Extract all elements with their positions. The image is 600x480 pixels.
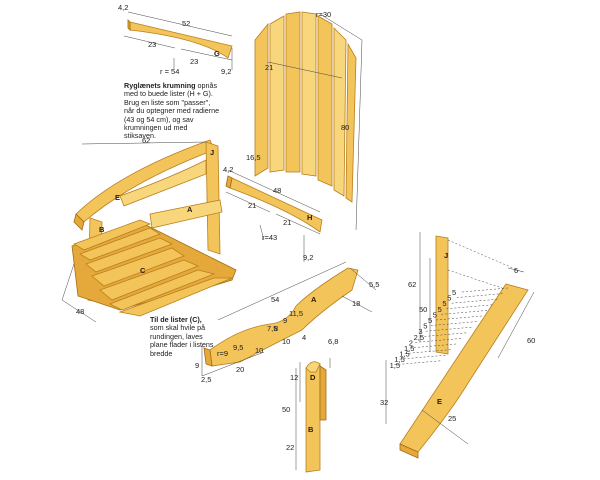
e-tick-label: 5 (442, 299, 446, 308)
dim-a-10a: 10 (282, 337, 290, 346)
dim-h-thick: 4,2 (223, 165, 233, 174)
e-tick-line (456, 293, 503, 298)
dim-back-w: 21 (265, 63, 273, 72)
dim-j-62: 62 (408, 280, 416, 289)
dim-e-6: 6 (514, 266, 518, 275)
dim-a-len: 54 (271, 295, 279, 304)
dim-h-r: r=43 (262, 233, 277, 242)
dim-g-h: 9,2 (221, 67, 231, 76)
slats-note: Til de lister (C), som skal hvile på run… (150, 315, 214, 358)
e-tick-line (446, 304, 493, 310)
e-tick-label: 1,5 (390, 361, 400, 370)
label-b-leg: B (308, 425, 314, 434)
dim-g-thick: 4,2 (118, 3, 128, 12)
dim-a-9b: 9 (195, 361, 199, 370)
label-j-arm: J (210, 148, 214, 157)
dim-h-half-a: 21 (248, 201, 256, 210)
dim-j-50: 50 (419, 305, 427, 314)
e-tick-line (409, 343, 457, 349)
dim-a-7: 7,5 (267, 324, 277, 333)
label-b-arm: B (99, 225, 105, 234)
e-tick-label: 3 (418, 327, 422, 336)
e-tick-label: 1,5 (404, 344, 414, 353)
e-tick-label: 1,5 (399, 350, 409, 359)
dim-g-len: 52 (182, 19, 190, 28)
e-tick-label: 2 (409, 338, 413, 347)
dim-h-h: 9,2 (303, 253, 313, 262)
dim-a-h: 5,5 (369, 280, 379, 289)
dim-g-half-a: 23 (148, 40, 156, 49)
dim-back-r30: r=30 (316, 10, 331, 19)
e-tick-label: 5 (423, 322, 427, 331)
part-a: 54 5,5 18 11,5 9 8 7,5 10 10 4 20 9 9,5 … (195, 261, 379, 384)
label-j-post: J (444, 251, 448, 260)
dim-a-18: 18 (352, 299, 360, 308)
dim-back-slat: 16,5 (246, 153, 261, 162)
e-tick-label: 5 (447, 294, 451, 303)
dim-a-8: 8 (274, 324, 278, 333)
slats-note-title: Til de lister (C), (150, 315, 202, 324)
dim-a-10b: 10 (255, 346, 263, 355)
e-tick-line (425, 326, 472, 332)
label-d: D (310, 373, 316, 382)
dim-d-12: 12 (290, 373, 298, 382)
seat: 48 C (61, 219, 237, 323)
dim-back-h: 80 (341, 123, 349, 132)
dim-g-half-b: 23 (190, 57, 198, 66)
part-g: 4,2 52 23 23 r = 54 9,2 G (118, 3, 233, 76)
dim-a-4: 4 (302, 333, 306, 342)
e-tick-label: 5 (433, 310, 437, 319)
slats-note-text: som skal hvile på rundingen, laves plane… (150, 323, 214, 358)
dim-e-60: 60 (527, 336, 535, 345)
dim-a-r9: r=9 (217, 349, 228, 358)
curve-note-title: Ryglænets krumning (124, 81, 196, 90)
label-h: H (307, 213, 312, 222)
dim-g-r: r = 54 (160, 67, 179, 76)
label-e-arm: E (115, 193, 120, 202)
dim-e-32: 32 (380, 398, 388, 407)
part-d-b: 6,8 12 50 22 D B (282, 337, 338, 473)
curve-note-text: opnås med to buede lister (H + G). Brug … (124, 81, 220, 141)
e-tick-label: 5 (452, 288, 456, 297)
label-g: G (214, 49, 220, 58)
e-tick-label: 5 (438, 305, 442, 314)
dim-d-68: 6,8 (328, 337, 338, 346)
dim-a-11: 11,5 (289, 309, 303, 318)
curve-note: Ryglænets krumning opnås med to buede li… (124, 81, 220, 141)
dim-a-20: 20 (236, 365, 244, 374)
dim-e-25: 25 (448, 414, 456, 423)
e-tick-line (451, 298, 498, 304)
dim-d-50: 50 (282, 405, 290, 414)
dim-arm-len: 62 (142, 136, 150, 145)
e-tick-label: 5 (428, 316, 432, 325)
dim-h-half-b: 21 (283, 218, 291, 227)
label-a-rail: A (311, 295, 317, 304)
label-a-arm: A (187, 205, 193, 214)
e-tick-label: 2,5 (414, 333, 424, 342)
e-tick-label: 1,5 (394, 355, 404, 364)
part-h: 4,2 48 21 21 r=43 9,2 H (223, 165, 323, 262)
back-slats: r=30 21 80 16,5 (246, 10, 363, 231)
label-c: C (140, 266, 146, 275)
dim-d-22: 22 (286, 443, 294, 452)
dim-a-9: 9 (283, 316, 287, 325)
label-e-plank: E (437, 397, 442, 406)
dim-h-len: 48 (273, 186, 281, 195)
dim-seat-w: 48 (76, 307, 84, 316)
dim-a-95: 9,5 (233, 343, 243, 352)
dim-a-25: 2,5 (201, 375, 211, 384)
